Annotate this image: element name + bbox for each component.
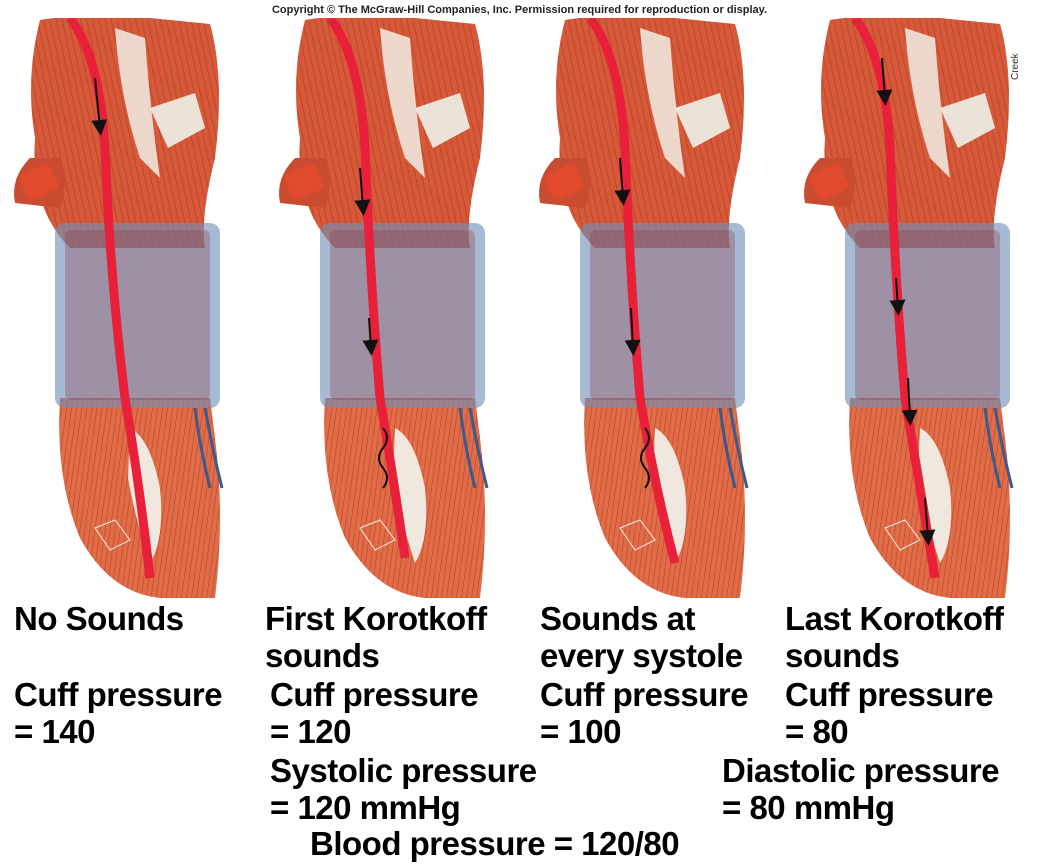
- arm-illustrations: [0, 18, 1039, 598]
- arm-panel-1: [14, 18, 222, 598]
- panel-2-cuff-pressure: Cuff pressure= 120: [270, 676, 478, 750]
- panel-3-cuff-pressure: Cuff pressure= 100: [540, 676, 748, 750]
- diastolic-pressure-label: Diastolic pressure= 80 mmHg: [722, 752, 999, 826]
- blood-pressure-summary: Blood pressure = 120/80: [310, 825, 679, 862]
- arm-panel-4: [804, 18, 1012, 598]
- copyright-notice: Copyright © The McGraw-Hill Companies, I…: [0, 4, 1039, 16]
- panel-1-cuff-pressure: Cuff pressure= 140: [14, 676, 222, 750]
- arm-panel-3: [539, 18, 747, 598]
- systolic-pressure-label: Systolic pressure= 120 mmHg: [270, 752, 537, 826]
- arm-panel-2: [279, 18, 487, 598]
- panel-4-cuff-pressure: Cuff pressure= 80: [785, 676, 993, 750]
- panel-1-title: No Sounds: [14, 600, 184, 637]
